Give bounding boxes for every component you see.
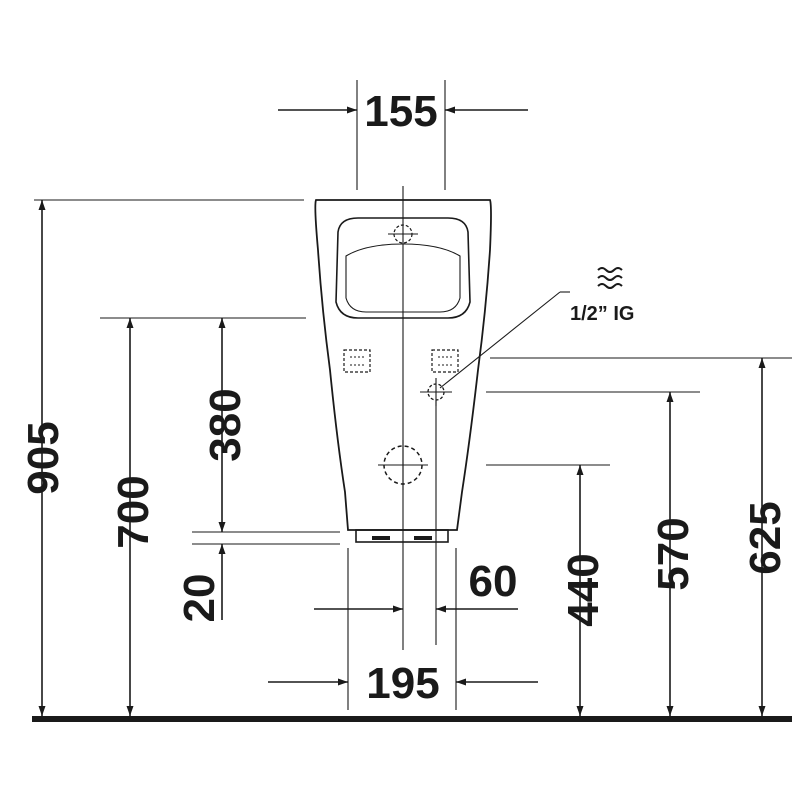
dim-inlet-height-label: 570 — [649, 517, 698, 590]
fixing-bracket-left — [343, 349, 371, 373]
dim-base-gap-label: 20 — [175, 574, 224, 623]
urinal-front-view — [314, 186, 492, 650]
dim-top-width: 155 — [278, 80, 528, 190]
urinal-bowl-inner — [345, 243, 461, 313]
dim-base-width-label: 195 — [366, 659, 439, 708]
fixing-bracket-right — [431, 349, 459, 373]
dim-total-height-label: 905 — [19, 421, 68, 494]
dim-side-offset-label: 60 — [469, 557, 518, 606]
dim-base-gap: 20 — [175, 531, 340, 623]
dim-outlet-height-label: 440 — [559, 553, 608, 626]
dim-rim-height: 700 — [100, 317, 306, 716]
supply-leader-line — [439, 291, 561, 389]
floor-line — [32, 716, 792, 722]
dim-total-height: 905 — [19, 199, 304, 716]
dim-base-width: 195 — [268, 548, 538, 710]
dim-supply-height: 625 — [490, 357, 792, 716]
dim-inlet-height: 570 — [486, 391, 700, 716]
dim-rim-height-label: 700 — [109, 475, 158, 548]
dim-top-width-label: 155 — [364, 87, 437, 136]
base-foot-left — [372, 536, 390, 540]
water-waves-icon — [597, 267, 623, 289]
base-foot-right — [414, 536, 432, 540]
urinal-bowl-rim — [335, 217, 471, 319]
urinal-base — [355, 529, 449, 543]
supply-thread-label: 1/2” IG — [570, 303, 634, 325]
dim-outlet-height: 440 — [486, 464, 610, 716]
supply-note: 1/2” IG — [439, 267, 634, 389]
dim-inlet-to-rim-label: 380 — [201, 388, 250, 461]
dim-supply-height-label: 625 — [741, 501, 790, 574]
dim-inlet-to-rim: 380 — [201, 318, 250, 532]
dim-side-offset: 60 — [314, 557, 518, 613]
